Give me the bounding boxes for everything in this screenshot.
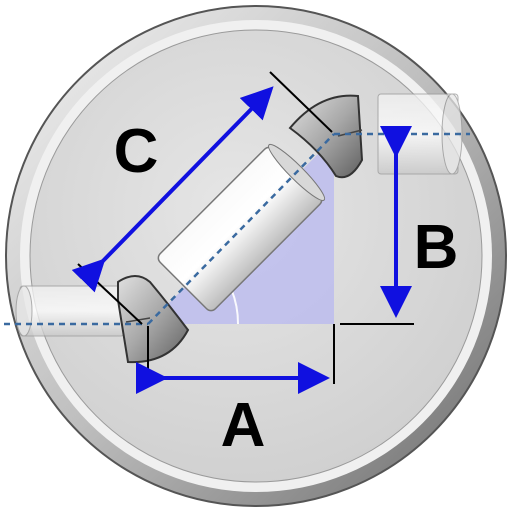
- dim-ref-c-top: [269, 71, 333, 133]
- label-b: B: [414, 213, 459, 282]
- pipe-segment-left-icon: [15, 285, 125, 337]
- label-a: A: [221, 391, 266, 460]
- dimension-arrow-c: [71, 86, 274, 293]
- label-c: C: [114, 117, 159, 186]
